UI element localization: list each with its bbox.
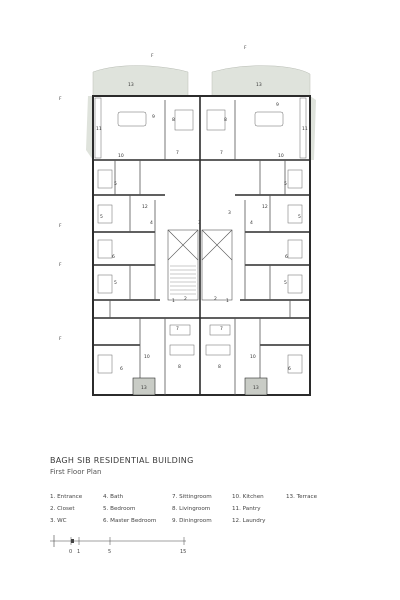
label-kitchen-br: 10: [250, 354, 256, 360]
legend-item: 11. Pantry: [232, 506, 261, 512]
label-kitchen-l: 10: [118, 153, 124, 159]
garden-right-side: [310, 96, 316, 160]
scale-bar-segment: [71, 539, 74, 543]
label-terrace-br: 13: [253, 385, 259, 391]
scale-label: 0: [69, 549, 72, 555]
label-closet-l: 2: [184, 296, 187, 302]
label-laundry-l: 12: [142, 204, 148, 210]
scale-label: 1: [77, 549, 80, 555]
label-wc-r: 3: [228, 210, 231, 216]
label-master-bl: 6: [120, 366, 123, 372]
legend-column-5: 13. Terrace: [286, 491, 317, 503]
garden-top-right: [211, 65, 311, 97]
label-sitting-bl: 7: [176, 326, 179, 332]
terrace-bottom-left: [132, 377, 156, 396]
scale-bar: 0 1 5 15: [50, 535, 186, 555]
label-sitting-r: 7: [220, 150, 223, 156]
label-terrace-tl: 13: [128, 82, 134, 88]
unit-divisions: [93, 159, 310, 346]
drawing-subtitle: First Floor Plan: [50, 468, 102, 476]
label-bedroom-1: 5: [114, 181, 117, 187]
outer-walls: [92, 95, 311, 396]
label-dining-r: 9: [276, 102, 279, 108]
label-bedroom-4: 5: [298, 214, 301, 220]
label-master-l: 6: [112, 254, 115, 260]
legend-item: 10. Kitchen: [232, 494, 264, 500]
legend-item: 1. Entrance: [50, 494, 83, 500]
label-living-r: 8: [224, 117, 227, 123]
label-bath-l: 4: [150, 220, 153, 226]
label-master-br: 6: [288, 366, 291, 372]
legend-item: 2. Closet: [50, 506, 75, 512]
room-labels: 13 13 11 11 10 10 9 9 8 8 7 7 5 5 5 5 6 …: [96, 82, 308, 391]
legend-column-2: 4. Bath 5. Bedroom 6. Master Bedroom: [103, 491, 156, 527]
label-living-l: 8: [172, 117, 175, 123]
label-pantry-l: 11: [96, 126, 102, 132]
stair-treads: [170, 265, 196, 295]
garden-left-side: [86, 96, 93, 160]
legend-column-1: 1. Entrance 2. Closet 3. WC: [50, 491, 82, 527]
section-mark-side-2: F: [59, 223, 62, 229]
scale-label: 5: [108, 549, 111, 555]
label-living-bl: 8: [178, 364, 181, 370]
legend-item: 6. Master Bedroom: [103, 518, 157, 524]
legend-item: 12. Laundry: [232, 518, 266, 524]
label-master-r: 6: [285, 254, 288, 260]
section-mark-side-3: F: [59, 262, 62, 268]
label-entrance-r: 1: [226, 298, 229, 304]
legend-item: 5. Bedroom: [103, 506, 136, 512]
legend-item: 8. Livingroom: [172, 506, 211, 512]
legend-column-3: 7. Sittingroom 8. Livingroom 9. Diningro…: [172, 491, 212, 527]
label-living-br: 8: [218, 364, 221, 370]
label-terrace-tr: 13: [256, 82, 262, 88]
internal-partitions: [109, 100, 291, 395]
label-wc-l: 3: [198, 220, 201, 226]
label-closet-r: 2: [214, 296, 217, 302]
section-mark-top-l: F: [151, 53, 154, 59]
label-entrance-l: 1: [172, 298, 175, 304]
label-terrace-bl: 13: [141, 385, 147, 391]
floor-plan-drawing: 13 13 11 11 10 10 9 9 8 8 7 7 5 5 5 5 6 …: [59, 45, 316, 396]
label-bedroom-6: 5: [284, 280, 287, 286]
legend-item: 3. WC: [50, 518, 67, 524]
label-pantry-r: 11: [302, 126, 308, 132]
legend-item: 13. Terrace: [286, 494, 318, 500]
legend-item: 4. Bath: [103, 494, 124, 500]
terrace-bottom-right: [244, 377, 268, 396]
label-kitchen-r: 10: [278, 153, 284, 159]
label-bedroom-2: 5: [284, 181, 287, 187]
label-bath-r: 4: [250, 220, 253, 226]
label-sitting-br: 7: [220, 326, 223, 332]
drawing-title: BAGH SIB RESIDENTIAL BUILDING: [50, 456, 194, 465]
stair-core: [167, 229, 233, 301]
section-mark-top-r: F: [244, 45, 247, 51]
label-sitting-l: 7: [176, 150, 179, 156]
section-mark-side-1: F: [59, 96, 62, 102]
label-kitchen-bl: 10: [144, 354, 150, 360]
furniture: [94, 97, 307, 374]
legend-column-4: 10. Kitchen 11. Pantry 12. Laundry: [232, 491, 265, 527]
legend-item: 7. Sittingroom: [172, 494, 212, 500]
label-laundry-r: 12: [262, 204, 268, 210]
label-bedroom-3: 5: [100, 214, 103, 220]
label-dining-l: 9: [152, 114, 155, 120]
scale-label: 15: [180, 549, 186, 555]
label-bedroom-5: 5: [114, 280, 117, 286]
section-mark-side-4: F: [59, 336, 62, 342]
garden-top-left: [92, 65, 189, 97]
section-markers: F F F F F F: [59, 45, 247, 342]
legend-item: 9. Diningroom: [172, 518, 212, 524]
